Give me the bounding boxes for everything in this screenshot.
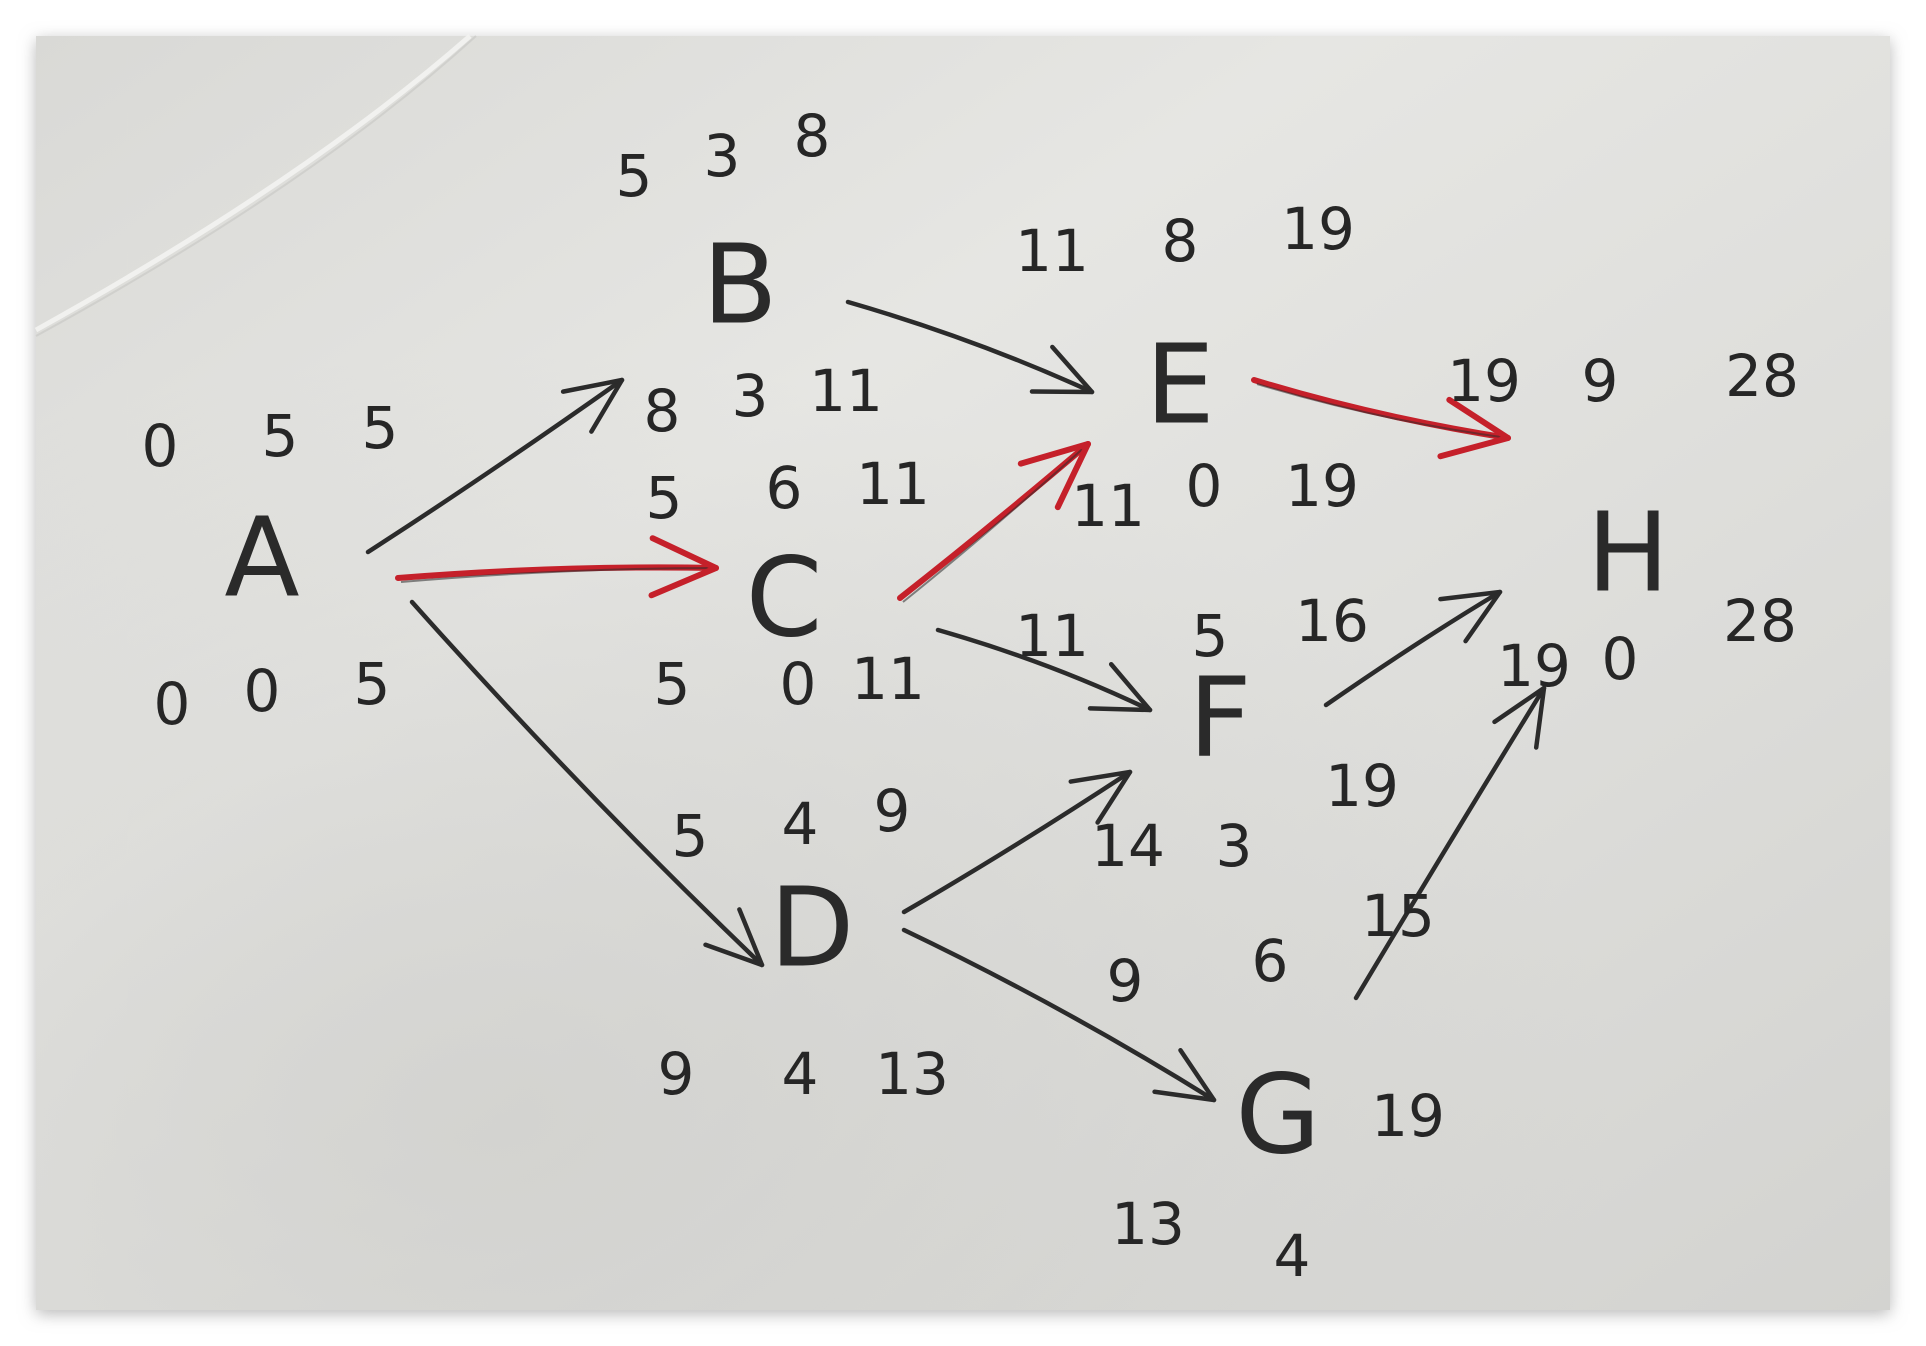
node-b-bottom-value: 11 — [809, 357, 883, 425]
node-d-top-value: 9 — [874, 777, 911, 845]
node-a-top-value: 5 — [262, 402, 299, 470]
arrowhead — [1087, 661, 1153, 713]
node-e-bottom-value: 11 — [1071, 472, 1145, 540]
node-g-top-value: 6 — [1252, 927, 1289, 995]
node-h-top-value: 9 — [1582, 347, 1619, 415]
arrowhead — [648, 535, 719, 599]
edge-d-f — [901, 769, 1133, 915]
edge-c-e — [897, 441, 1091, 603]
node-label: H — [1587, 488, 1670, 616]
edge-d-g — [901, 927, 1217, 1103]
edge-g-h — [1353, 685, 1547, 1001]
node-f: F 11 5 16 14 3 19 — [1015, 587, 1399, 880]
arrowhead — [1437, 396, 1511, 460]
edges-layer — [365, 299, 1547, 1103]
node-c-top-value: 6 — [766, 454, 803, 522]
node-a-bottom-value: 0 — [244, 657, 281, 725]
node-d-bottom-value: 9 — [658, 1040, 695, 1108]
node-e-top-value: 11 — [1015, 217, 1089, 285]
node-g-bottom-value: 19 — [1371, 1082, 1445, 1150]
edge-a-c — [395, 535, 719, 599]
node-f-bottom-value: 19 — [1325, 752, 1399, 820]
node-d-bottom-value: 4 — [782, 1040, 819, 1108]
node-e-top-value: 8 — [1162, 207, 1199, 275]
node-f-bottom-value: 3 — [1216, 812, 1253, 880]
node-label: C — [746, 533, 823, 661]
node-g-top-value: 9 — [1107, 947, 1144, 1015]
node-h-bottom-value: 28 — [1723, 587, 1797, 655]
arrowhead — [1152, 1047, 1217, 1103]
edge-e-h — [1251, 377, 1511, 460]
node-f-bottom-value: 14 — [1091, 812, 1165, 880]
node-a-top-value: 0 — [142, 412, 179, 480]
node-b-top-value: 8 — [794, 102, 831, 170]
node-g-top-value: 15 — [1361, 882, 1435, 950]
arrowhead — [703, 907, 765, 968]
node-c-bottom-value: 5 — [654, 650, 691, 718]
edge-f-h — [1323, 589, 1503, 708]
node-d-bottom-value: 13 — [875, 1040, 949, 1108]
node-a-bottom-value: 0 — [154, 670, 191, 738]
node-label: G — [1235, 1050, 1320, 1178]
node-h-bottom-value: 19 — [1497, 632, 1571, 700]
node-label: F — [1188, 653, 1251, 781]
arrowhead — [1068, 769, 1133, 825]
node-b-bottom-value: 8 — [644, 377, 681, 445]
node-c-top-value: 5 — [646, 464, 683, 532]
node-h-top-value: 19 — [1447, 347, 1521, 415]
node-label: D — [770, 863, 855, 991]
node-g-bottom-value: 4 — [1274, 1222, 1311, 1290]
edge-a-d — [409, 599, 765, 968]
edge-a-b — [365, 377, 625, 555]
node-label: E — [1145, 320, 1215, 448]
node-b-top-value: 3 — [704, 122, 741, 190]
node-g: G 9 6 15 13 4 19 — [1107, 882, 1445, 1290]
node-f-top-value: 11 — [1015, 602, 1089, 670]
node-d-top-value: 4 — [782, 790, 819, 858]
node-e-top-value: 19 — [1281, 195, 1355, 263]
edge-b-e — [845, 299, 1095, 395]
node-h-top-value: 28 — [1725, 342, 1799, 410]
arrowhead — [1438, 589, 1503, 644]
node-f-top-value: 16 — [1295, 587, 1369, 655]
paper-fold — [34, 34, 472, 333]
arrowhead — [1029, 344, 1095, 395]
node-c-bottom-value: 0 — [780, 650, 817, 718]
arrowhead — [560, 377, 625, 434]
node-label: A — [224, 493, 299, 621]
arrowhead — [1492, 685, 1547, 750]
node-e-bottom-value: 0 — [1186, 452, 1223, 520]
node-f-top-value: 5 — [1192, 602, 1229, 670]
node-c-top-value: 11 — [856, 450, 930, 518]
node-b-bottom-value: 3 — [732, 362, 769, 430]
node-g-bottom-value: 13 — [1111, 1190, 1185, 1258]
node-a-bottom-value: 5 — [354, 650, 391, 718]
node-c-bottom-value: 11 — [851, 645, 925, 713]
node-h-bottom-value: 0 — [1602, 625, 1639, 693]
node-b-top-value: 5 — [616, 142, 653, 210]
node-label: B — [702, 220, 777, 348]
node-c: C5 6 11 5 0 11 — [646, 450, 930, 718]
node-a-top-value: 5 — [362, 394, 399, 462]
node-e-bottom-value: 19 — [1285, 452, 1359, 520]
edge-c-f — [935, 627, 1153, 713]
arrowhead — [1017, 441, 1091, 511]
node-d-top-value: 5 — [672, 802, 709, 870]
